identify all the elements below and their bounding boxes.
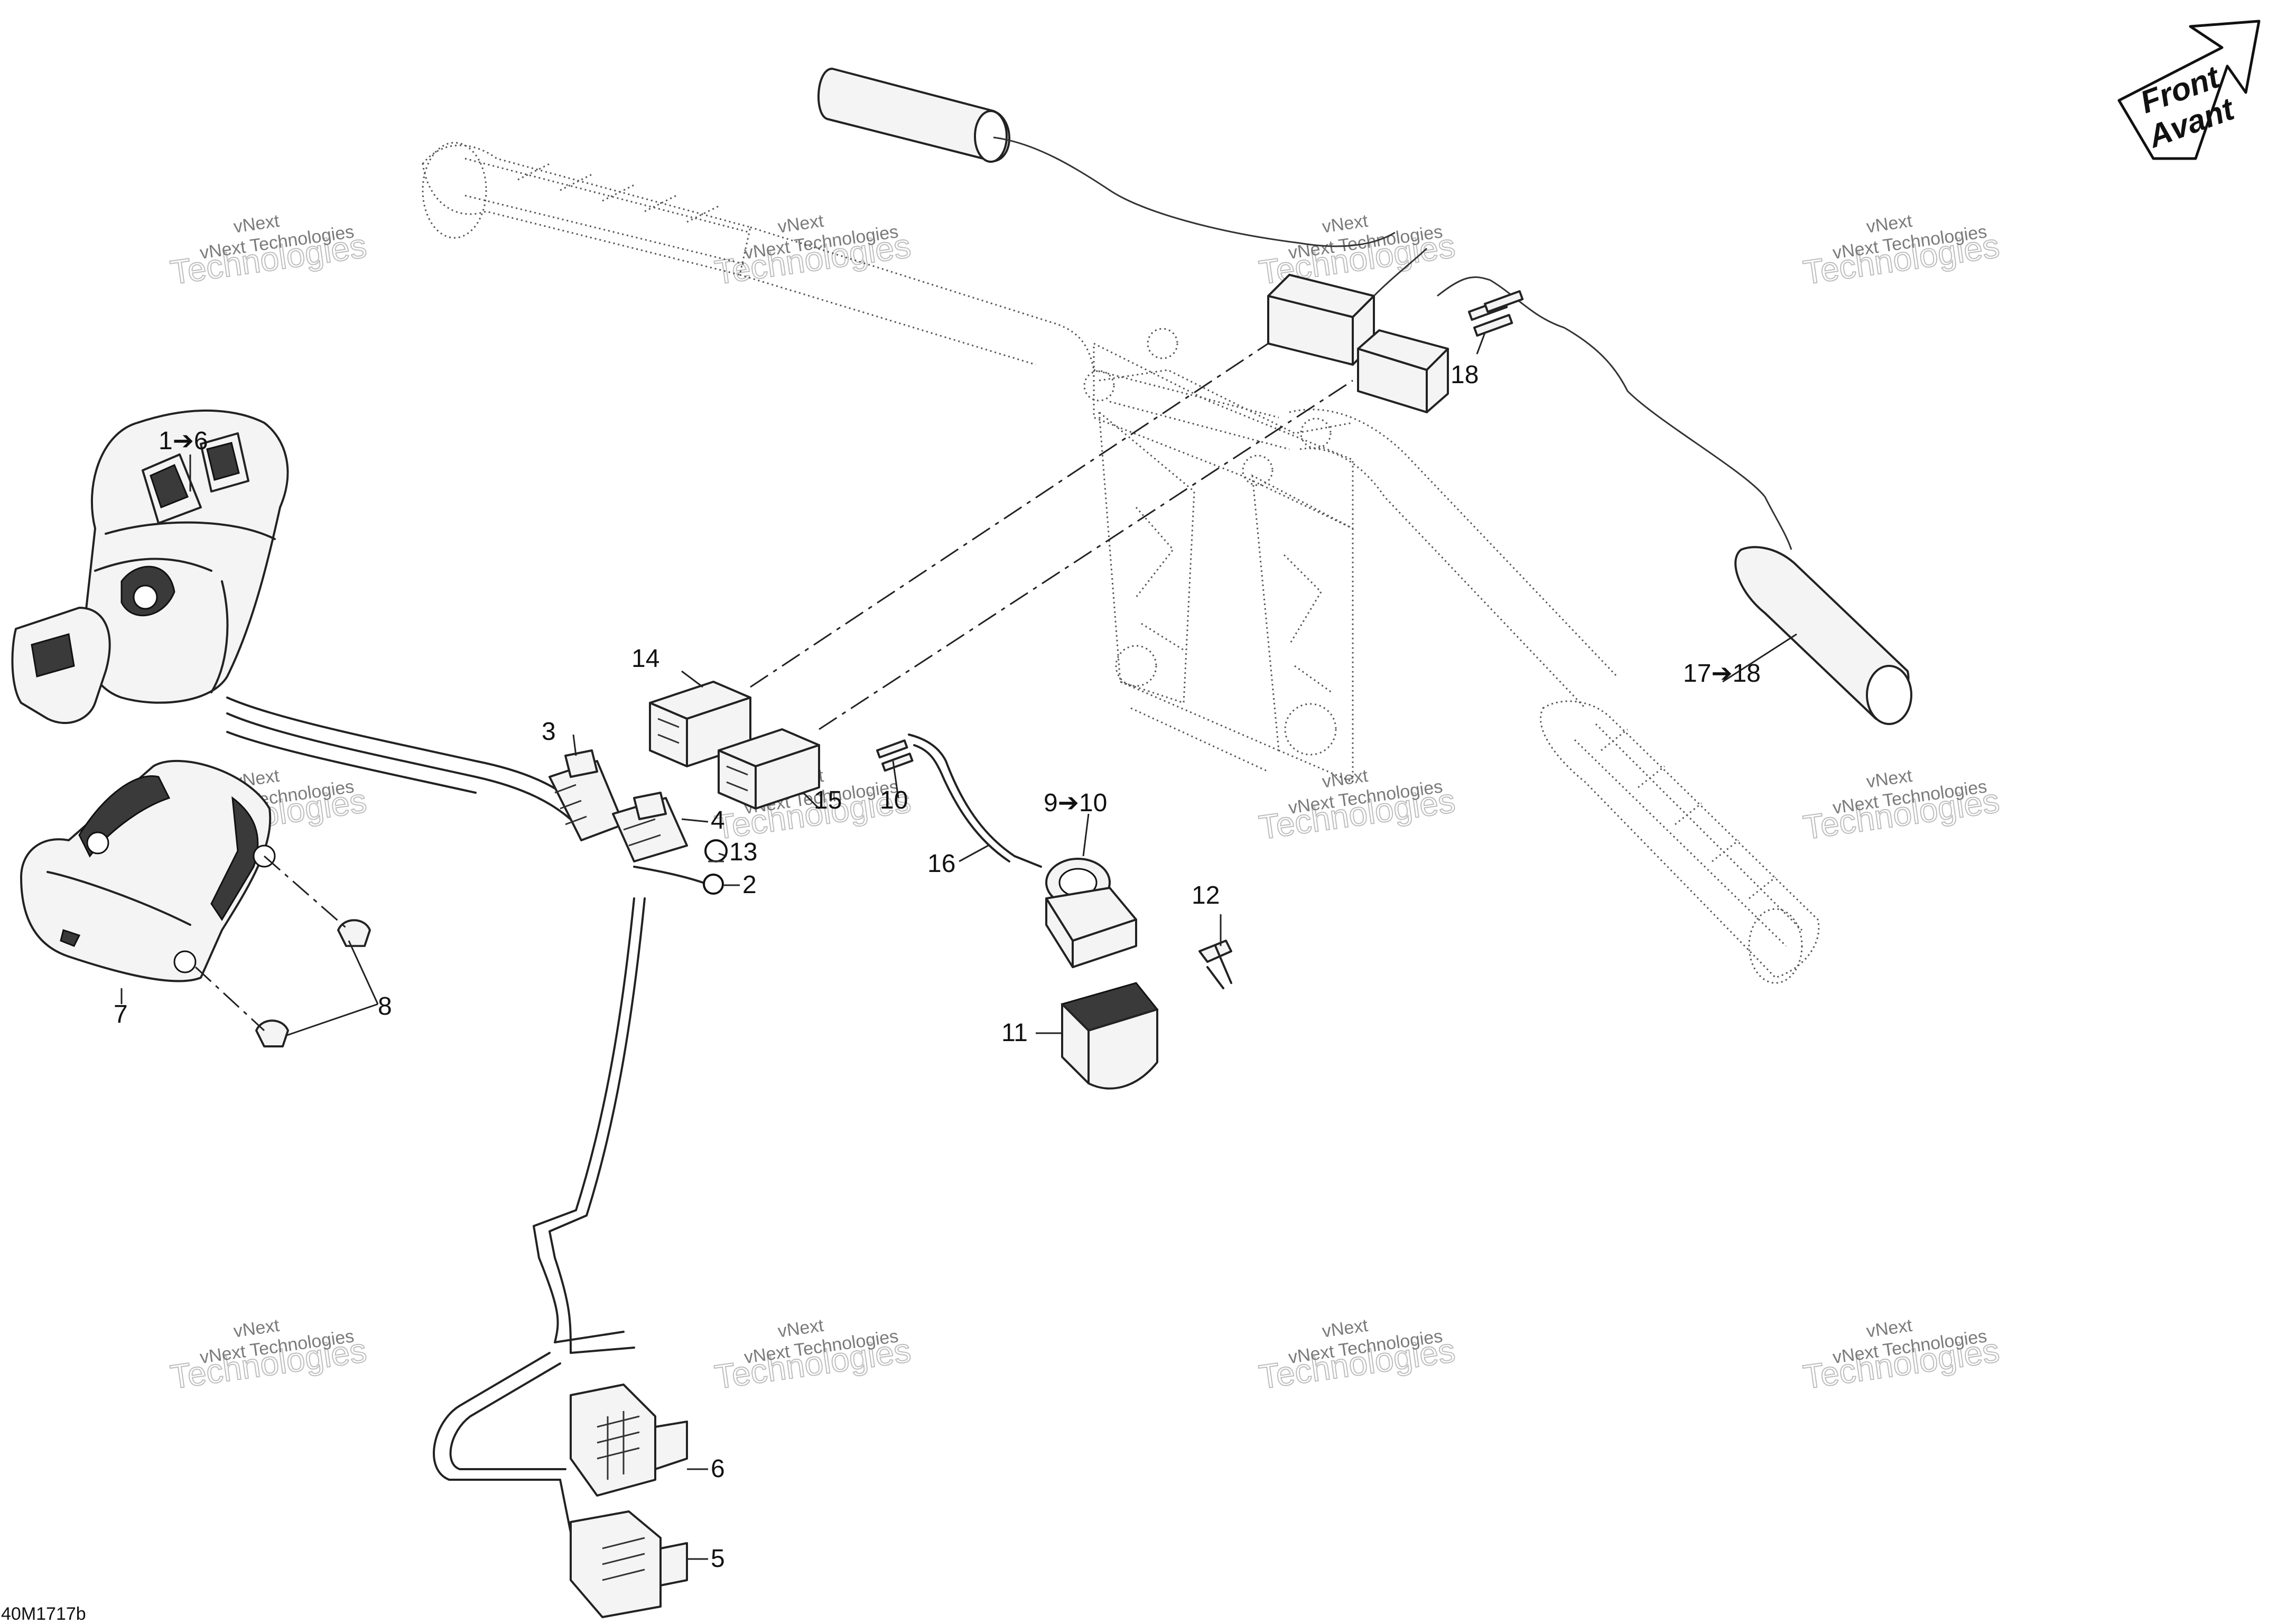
- callout-13: 13: [729, 838, 757, 866]
- heated-grip-wire: [993, 136, 1792, 550]
- callout-10: 10: [880, 786, 908, 814]
- watermark: Technologies vNext Technologies vNext: [168, 211, 369, 292]
- control-switch-housing: [11, 409, 289, 724]
- callout-1-6: 1➔6: [159, 427, 208, 455]
- watermark: Technologies vNext Technologies vNext: [1256, 1315, 1458, 1397]
- assembly-line: [750, 342, 1269, 688]
- callout-9-10: 9➔10: [1044, 789, 1107, 817]
- callout-4: 4: [711, 806, 725, 834]
- drawing-code: 40M1717b: [1, 1604, 86, 1624]
- callout-15: 15: [814, 786, 842, 814]
- screw-8-axis: [264, 855, 349, 931]
- switch-9: [1045, 858, 1137, 968]
- callout-8: 8: [378, 992, 392, 1020]
- callout-18: 18: [1451, 361, 1479, 389]
- assembly-line: [819, 379, 1353, 730]
- watermark: Technologies vNext Technologies vNext: [1256, 766, 1458, 847]
- front-direction-arrow: Front Avant: [2117, 20, 2261, 160]
- callout-11: 11: [1001, 1019, 1028, 1047]
- callout-5: 5: [711, 1545, 725, 1573]
- callout-6: 6: [711, 1455, 725, 1483]
- connector-5: [570, 1510, 688, 1618]
- screw-8-axis: [194, 966, 265, 1032]
- watermark: Technologies vNext Technologies vNext: [1800, 211, 2002, 292]
- callout-17-18: 17➔18: [1683, 660, 1761, 688]
- switch-cap-11: [1061, 982, 1159, 1090]
- callout-2: 2: [742, 871, 757, 899]
- leader-lines: [120, 332, 1797, 1560]
- watermark: Technologies vNext Technologies vNext: [712, 1315, 914, 1397]
- terminal-pins-18: [1467, 290, 1524, 337]
- terminal-pins-10: [876, 739, 914, 772]
- callout-16: 16: [927, 850, 955, 878]
- watermark: Technologies vNext Technologies vNext: [1800, 766, 2002, 847]
- watermark: Technologies vNext Technologies vNext: [712, 211, 914, 292]
- callout-3: 3: [542, 718, 556, 746]
- callout-14: 14: [631, 645, 659, 673]
- callout-7: 7: [114, 1000, 128, 1028]
- housing-cover-7: [20, 759, 276, 982]
- grip-connector-pair: [1267, 247, 1449, 413]
- wiring-harness: [226, 697, 728, 1534]
- pin-12: [1198, 940, 1232, 989]
- harness-wire-16: [908, 734, 1042, 868]
- handlebar-ghost: [422, 142, 1820, 984]
- watermark: Technologies vNext Technologies vNext: [1800, 1315, 2002, 1397]
- connector-6: [570, 1384, 688, 1497]
- screw-8-lower: [255, 1019, 289, 1047]
- heated-grip-element-left: [817, 68, 1010, 163]
- heated-grip-element-right: [1734, 546, 1912, 725]
- callout-labels: 1➔6 3 4 13 2 7 8 14 15 10 16 9➔10 12 11 …: [114, 361, 1761, 1573]
- callout-12: 12: [1192, 881, 1220, 910]
- watermark: Technologies vNext Technologies vNext: [168, 1315, 369, 1397]
- screw-8-upper: [337, 919, 371, 947]
